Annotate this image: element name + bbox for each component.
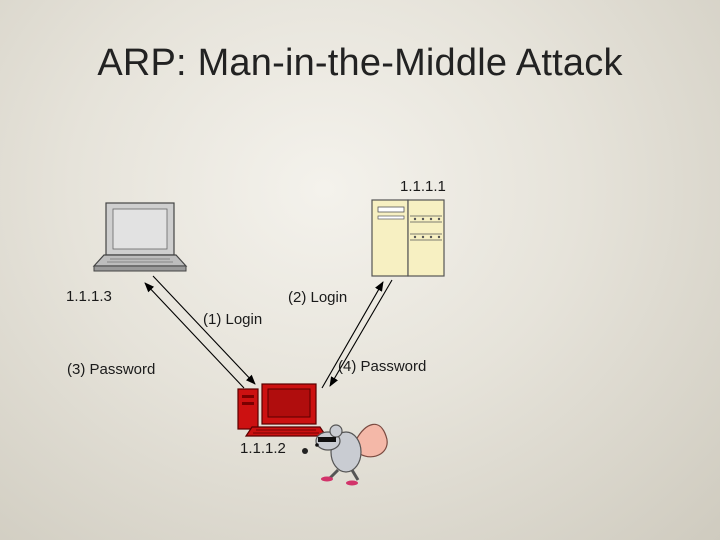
- message-1-label: (1) Login: [203, 311, 263, 328]
- arrow-4-password: [329, 279, 393, 387]
- arrow-1-login: [152, 275, 256, 385]
- arrow-3-password: [144, 282, 245, 389]
- message-2-label: (2) Login: [288, 289, 348, 306]
- thief-rat-icon: [302, 423, 388, 486]
- server-icon: [371, 199, 445, 277]
- message-arrows: [144, 275, 393, 389]
- laptop-icon: [92, 202, 188, 272]
- message-4-label: (4) Password: [338, 358, 427, 375]
- message-3-label: (3) Password: [67, 361, 156, 378]
- attacker-ip-label: 1.1.1.2: [240, 440, 286, 457]
- desktop-computer-icon: [237, 383, 328, 437]
- victim-ip-label: 1.1.1.3: [66, 288, 112, 305]
- server-ip-label: 1.1.1.1: [400, 178, 446, 195]
- arrow-2-login: [321, 281, 384, 389]
- slide-title: ARP: Man-in-the-Middle Attack: [97, 42, 623, 84]
